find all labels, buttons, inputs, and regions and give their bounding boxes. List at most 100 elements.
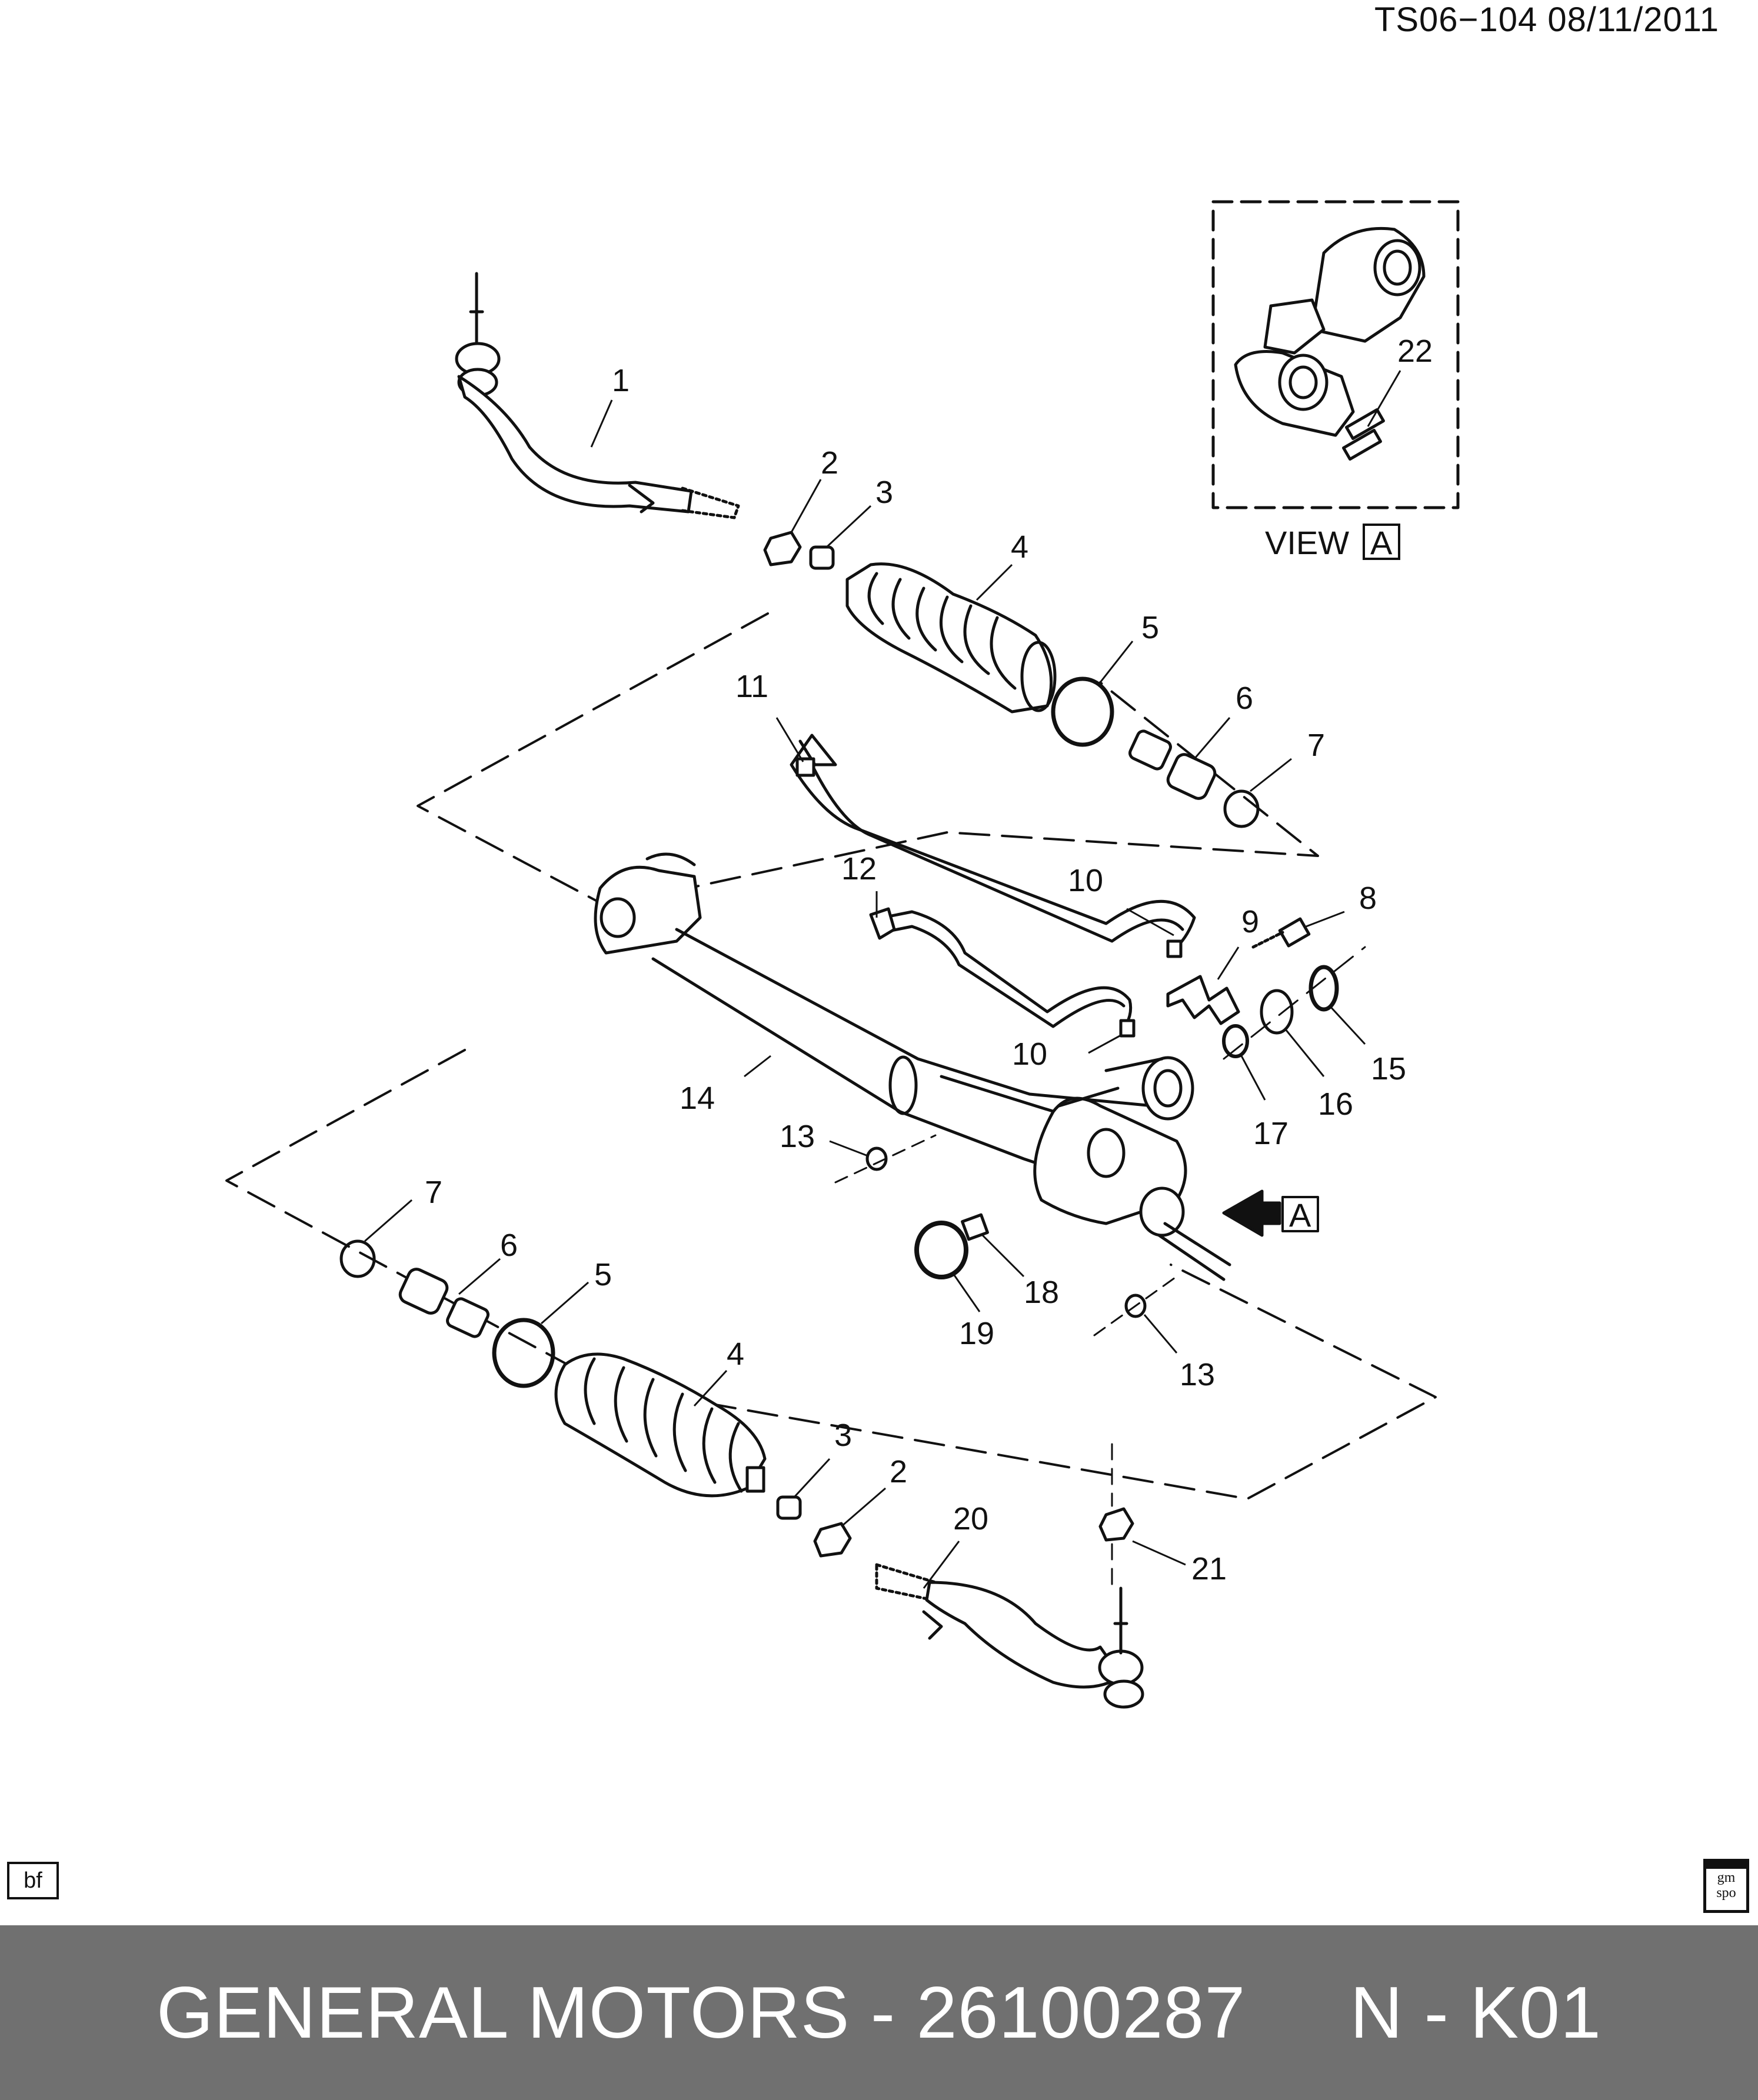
callout-2-upper: 2 [821, 445, 838, 481]
leader-15 [1329, 1005, 1366, 1045]
leader-13a [829, 1140, 868, 1157]
clamp-ring-lower [492, 1318, 555, 1388]
callout-15: 15 [1371, 1051, 1406, 1086]
lower-dashed-plane [225, 1049, 1437, 1500]
callout-7-upper: 7 [1307, 728, 1325, 763]
callout-17: 17 [1253, 1116, 1288, 1151]
clamp-ring-upper [1051, 676, 1114, 747]
seal-15 [1308, 965, 1339, 1012]
view-letter: A [1370, 524, 1393, 561]
leader-10a [1126, 908, 1174, 936]
view-label: VIEW [1265, 524, 1349, 561]
arrow-letter-box [1281, 1196, 1319, 1232]
pipe-bracket [1166, 975, 1240, 1025]
callout-5-upper: 5 [1141, 610, 1159, 645]
callout-3-upper: 3 [875, 475, 893, 510]
leader-19 [952, 1273, 981, 1312]
jam-nut-upper [763, 531, 802, 566]
callout-10-lower: 10 [1012, 1036, 1047, 1072]
upper-dashed-plane [417, 612, 1319, 907]
callout-4-upper: 4 [1011, 529, 1028, 565]
leader-1 [590, 399, 613, 448]
leader-16 [1284, 1029, 1325, 1077]
inner-tie-rod-upper [1128, 729, 1217, 800]
leader-13b [1143, 1314, 1178, 1354]
seal-17 [1222, 1024, 1249, 1058]
nut-21 [1098, 1507, 1134, 1542]
view-letter-box [1363, 524, 1400, 560]
leader-18 [981, 1234, 1025, 1278]
leader-7b [364, 1199, 412, 1242]
seal-19 [914, 1221, 968, 1279]
o-ring-lower [1124, 1294, 1147, 1318]
gm-spo-logo: gm spo [1703, 1859, 1749, 1913]
callout-2-lower: 2 [890, 1454, 907, 1489]
callout-8: 8 [1359, 881, 1377, 916]
leader-4a [975, 564, 1013, 601]
leader-10b [1088, 1034, 1121, 1054]
view-a-frame [1211, 200, 1460, 509]
callout-6-upper: 6 [1236, 681, 1253, 716]
steering-gear-exploded-diagram: 1 2 3 4 5 6 7 8 9 10 10 11 12 13 13 14 1… [225, 200, 1460, 1709]
callout-10-upper: 10 [1068, 863, 1103, 898]
washer-16 [1260, 989, 1294, 1035]
steering-gear-housing [594, 852, 1231, 1281]
leader-9 [1217, 946, 1240, 980]
footer-banner: GENERAL MOTORS - 26100287 N - K01 [0, 1925, 1758, 2100]
logo-text-top: gm [1717, 1870, 1736, 1885]
callout-18: 18 [1024, 1275, 1059, 1310]
callout-13-upper: 13 [780, 1119, 815, 1154]
leader-21 [1132, 1540, 1186, 1566]
washer-upper [1223, 789, 1260, 828]
callout-20: 20 [953, 1501, 988, 1536]
o-ring-upper [865, 1146, 888, 1171]
leader-22 [1367, 370, 1401, 427]
outer-tie-rod-upper [455, 272, 740, 519]
clamp-upper-small [809, 545, 835, 570]
callout-16: 16 [1318, 1086, 1353, 1122]
leader-11 [775, 717, 804, 762]
callout-6-lower: 6 [500, 1228, 518, 1263]
callout-21: 21 [1191, 1551, 1227, 1586]
leader-6b [458, 1258, 501, 1295]
jam-nut-lower [813, 1522, 852, 1558]
leader-5b [541, 1281, 589, 1325]
washer-lower [339, 1239, 376, 1278]
callout-3-lower: 3 [834, 1418, 852, 1453]
hydraulic-pipes [790, 734, 1196, 1038]
callout-12: 12 [841, 851, 877, 886]
callout-14: 14 [680, 1081, 715, 1116]
callout-1: 1 [612, 363, 630, 398]
footer-text: GENERAL MOTORS - 26100287 N - K01 [157, 1972, 1601, 2054]
logo-text-bottom: spo [1716, 1885, 1736, 1901]
outer-tie-rod-lower [875, 1563, 1144, 1709]
leader-3a [825, 505, 872, 548]
callout-5-lower: 5 [594, 1257, 612, 1292]
callout-7-lower: 7 [425, 1175, 442, 1210]
leader-4b [693, 1369, 728, 1407]
callout-22: 22 [1397, 334, 1433, 369]
view-arrow [1222, 1189, 1281, 1237]
callout-9: 9 [1241, 904, 1259, 939]
leader-2a [790, 479, 822, 533]
document-id: TS06−104 08/11/2011 [1374, 1, 1719, 39]
inner-tie-rod-lower [398, 1268, 490, 1338]
boot-upper [845, 562, 1057, 714]
leader-3b [793, 1458, 831, 1498]
leader-7a [1250, 758, 1292, 792]
callout-4-lower: 4 [727, 1336, 744, 1372]
leader-2b [841, 1487, 886, 1528]
clamp-lower-small [776, 1495, 802, 1520]
leader-17 [1240, 1055, 1266, 1101]
leader-8 [1306, 911, 1345, 928]
leader-5a [1099, 641, 1134, 683]
nut-18 [961, 1213, 989, 1241]
leader-6a [1193, 717, 1231, 759]
callout-19: 19 [959, 1316, 994, 1351]
bolt [1251, 917, 1311, 949]
callout-11: 11 [735, 669, 768, 704]
bf-mark: bf [7, 1862, 59, 1899]
leader-14 [744, 1055, 771, 1078]
view-a-shaft-joint [1234, 226, 1426, 461]
boot-lower [554, 1352, 767, 1498]
